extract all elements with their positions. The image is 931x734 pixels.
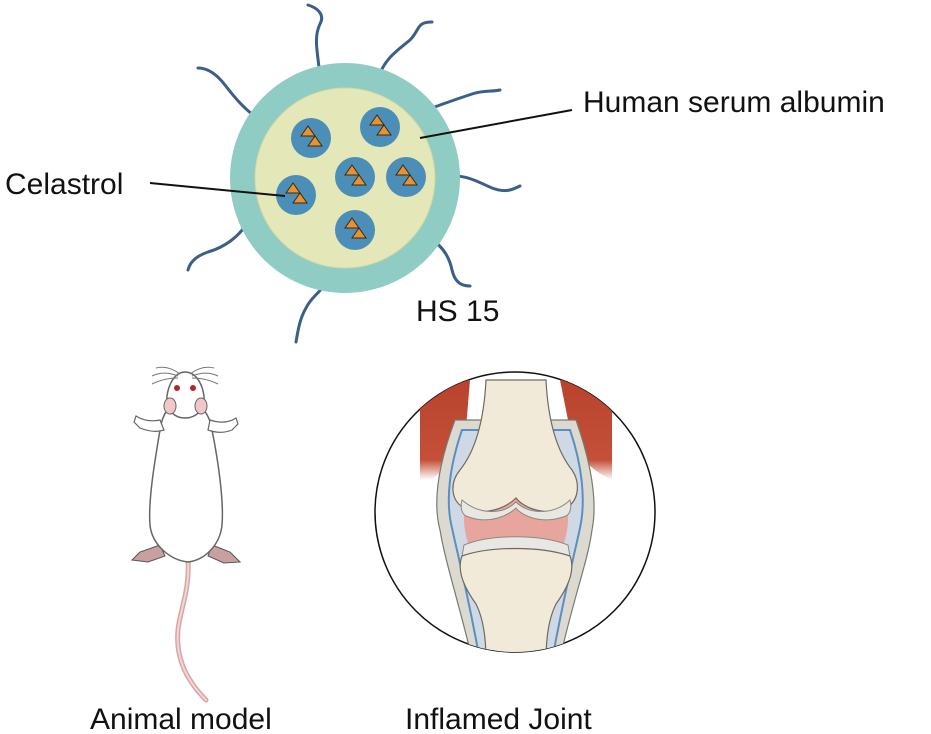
- rat-front-leg-right: [207, 417, 239, 433]
- drug-sphere: [335, 210, 375, 250]
- joint-muscle-right: [560, 380, 612, 480]
- inflamed-joint-label: Inflamed Joint: [405, 703, 592, 734]
- joint-upper-cartilage: [460, 499, 572, 521]
- rat-ear-left: [163, 397, 177, 415]
- albumin-label: Human serum albumin: [583, 86, 885, 119]
- rat-eye-right: [190, 385, 196, 391]
- rat-icon: [130, 366, 242, 703]
- rat-hind-foot-right: [207, 544, 242, 564]
- joint-upper-bone: [452, 379, 578, 513]
- animal-model-label: Animal model: [90, 703, 272, 734]
- celastrol-leader-line: [149, 182, 286, 197]
- joint-lower-bone: [459, 547, 573, 652]
- joint-icon: [374, 371, 656, 653]
- drug-sphere: [360, 107, 400, 147]
- drug-sphere: [276, 175, 316, 215]
- nanoparticle-icon: [186, 3, 522, 344]
- rat-eye-left: [174, 385, 180, 391]
- joint-muscle-left: [420, 380, 470, 480]
- drug-sphere: [386, 157, 426, 197]
- drug-sphere: [291, 118, 331, 158]
- rat-front-leg-left: [133, 415, 165, 432]
- drug-spheres: [276, 107, 426, 250]
- celastrol-label: Celastrol: [5, 168, 123, 201]
- rat-ear-right: [194, 397, 208, 415]
- rat-tail: [175, 557, 209, 703]
- hs15-label: HS 15: [416, 295, 499, 328]
- rat-hind-foot-left: [130, 544, 166, 563]
- albumin-leader-line: [419, 109, 573, 139]
- drug-sphere: [335, 157, 375, 197]
- rat-whiskers: [151, 366, 219, 385]
